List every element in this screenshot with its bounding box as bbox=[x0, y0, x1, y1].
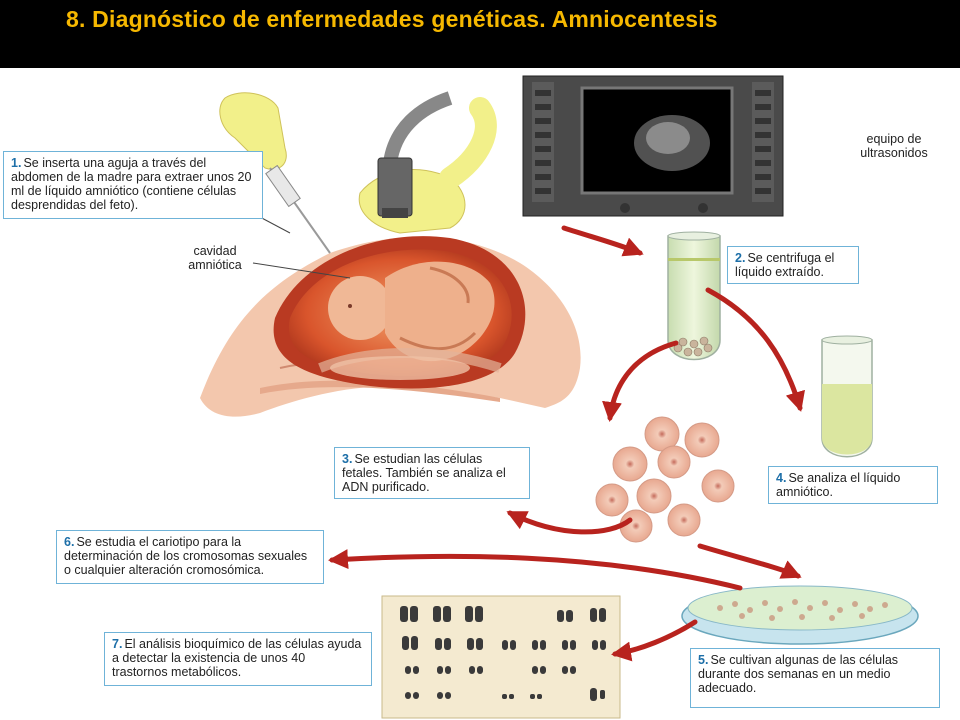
ultrasound-monitor bbox=[522, 75, 784, 217]
step-2-box: 2.Se centrifuga el líquido extraído. bbox=[727, 246, 859, 284]
label-amniotic-cavity: cavidad amniótica bbox=[176, 244, 254, 272]
slide-title: 8. Diagnóstico de enfermedades genéticas… bbox=[66, 6, 718, 32]
step-4-text: Se analiza el líquido amniótico. bbox=[776, 471, 901, 499]
step-6-number: 6. bbox=[64, 535, 75, 549]
test-tube-liquid bbox=[821, 335, 873, 458]
petri-dish bbox=[681, 585, 919, 645]
label-ultrasound-equipment: equipo de ultrasonidos bbox=[842, 132, 946, 160]
step-1-box: 1.Se inserta una aguja a través del abdo… bbox=[3, 151, 263, 219]
arrow-to-karyotype bbox=[611, 619, 698, 662]
step-7-text: El análisis bioquímico de las células ay… bbox=[112, 637, 362, 679]
arrow-to-step3 bbox=[506, 510, 633, 535]
arrow-to-cells bbox=[602, 340, 679, 422]
step-3-box: 3.Se estudian las células fetales. Tambi… bbox=[334, 447, 530, 499]
karyotype-panel bbox=[381, 595, 621, 719]
step-4-number: 4. bbox=[776, 471, 787, 485]
test-tube-centrifuged bbox=[667, 231, 721, 361]
step-5-text: Se cultivan algunas de las células duran… bbox=[698, 653, 899, 695]
step-1-number: 1. bbox=[11, 156, 22, 170]
step-1-text: Se inserta una aguja a través del abdome… bbox=[11, 156, 252, 212]
label-ultrasound-line1: equipo de bbox=[866, 132, 922, 146]
step-4-box: 4.Se analiza el líquido amniótico. bbox=[768, 466, 938, 504]
step-3-number: 3. bbox=[342, 452, 353, 466]
arrow-to-step6 bbox=[328, 549, 743, 591]
fetus bbox=[328, 261, 495, 362]
label-amniotic-cavity-line2: amniótica bbox=[188, 258, 242, 272]
pointer-lines bbox=[252, 215, 351, 279]
step-7-box: 7.El análisis bioquímico de las células … bbox=[104, 632, 372, 686]
arrow-to-centrifuge bbox=[561, 225, 644, 257]
fetal-cells bbox=[595, 416, 735, 543]
step-5-number: 5. bbox=[698, 653, 709, 667]
arrow-to-dish bbox=[697, 543, 802, 579]
step-2-text: Se centrifuga el líquido extraído. bbox=[735, 251, 835, 279]
step-2-number: 2. bbox=[735, 251, 746, 265]
ultrasound-probe bbox=[377, 91, 453, 218]
arrow-to-liquid bbox=[705, 287, 805, 412]
process-arrows bbox=[328, 225, 805, 662]
step-7-number: 7. bbox=[112, 637, 123, 651]
syringe-needle bbox=[265, 164, 331, 254]
step-6-text: Se estudia el cariotipo para la determin… bbox=[64, 535, 308, 577]
diagram-area: cavidad amniótica equipo de ultrasonidos… bbox=[0, 68, 960, 720]
title-bar: 8. Diagnóstico de enfermedades genéticas… bbox=[0, 0, 960, 68]
label-amniotic-cavity-line1: cavidad bbox=[193, 244, 237, 258]
step-5-box: 5.Se cultivan algunas de las células dur… bbox=[690, 648, 940, 708]
amniocentesis-illustration bbox=[200, 75, 919, 719]
step-6-box: 6.Se estudia el cariotipo para la determ… bbox=[56, 530, 324, 584]
label-ultrasound-line2: ultrasonidos bbox=[860, 146, 928, 160]
pelvis bbox=[318, 348, 502, 380]
step-3-text: Se estudian las células fetales. También… bbox=[342, 452, 506, 494]
